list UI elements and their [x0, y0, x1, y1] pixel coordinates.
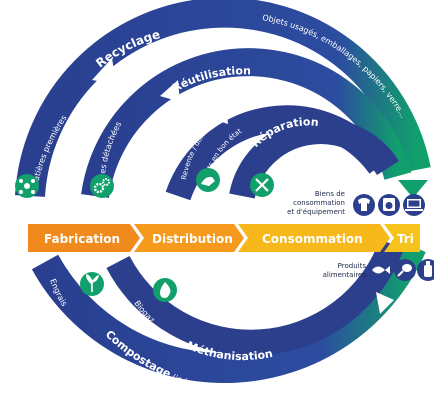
- goods-legend-line1: Biens de: [315, 190, 345, 198]
- goods-legend-line2: consommation: [293, 199, 345, 207]
- gears-icon: [90, 174, 114, 198]
- food-legend-line2: alimentaires: [323, 271, 367, 279]
- methanisation-arc: [106, 239, 405, 356]
- compostage-chevron: [376, 292, 394, 314]
- tools-icon: [250, 173, 274, 197]
- reutilisation-arc: [81, 48, 412, 198]
- step-fabrication: [28, 224, 140, 252]
- step-label-distribution: Distribution: [152, 232, 233, 246]
- hands-icon: [196, 168, 220, 192]
- tshirt-icon: [353, 194, 375, 216]
- molecule-icon: [15, 174, 39, 198]
- step-tri: [384, 224, 420, 252]
- value-chain: [28, 224, 420, 252]
- washing-machine-icon: [378, 194, 400, 216]
- bottle-icon: [417, 259, 434, 281]
- step-distribution: [134, 224, 244, 252]
- goods-legend-line3: et d'équipement: [287, 208, 345, 216]
- chicken-leg-icon: [394, 259, 416, 281]
- compostage-arc: [31, 239, 426, 384]
- step-label-tri: Tri: [397, 232, 414, 246]
- fish-icon: [369, 259, 391, 281]
- reutilisation-chevron: [160, 80, 180, 102]
- step-consommation: [238, 224, 390, 252]
- reemploi-chevron: [210, 106, 228, 124]
- food-legend-line1: Produits: [338, 262, 367, 270]
- recyclage-arc: [15, 0, 431, 197]
- reparation-arc: [229, 118, 399, 199]
- sprout-icon: [80, 272, 104, 296]
- computer-icon: [403, 194, 425, 216]
- step-label-fabrication: Fabrication: [44, 232, 120, 246]
- recyclage-chevron: [92, 58, 116, 84]
- step-label-consommation: Consommation: [262, 232, 363, 246]
- flame-icon: [153, 278, 177, 302]
- recyclage-arrowhead: [398, 180, 428, 198]
